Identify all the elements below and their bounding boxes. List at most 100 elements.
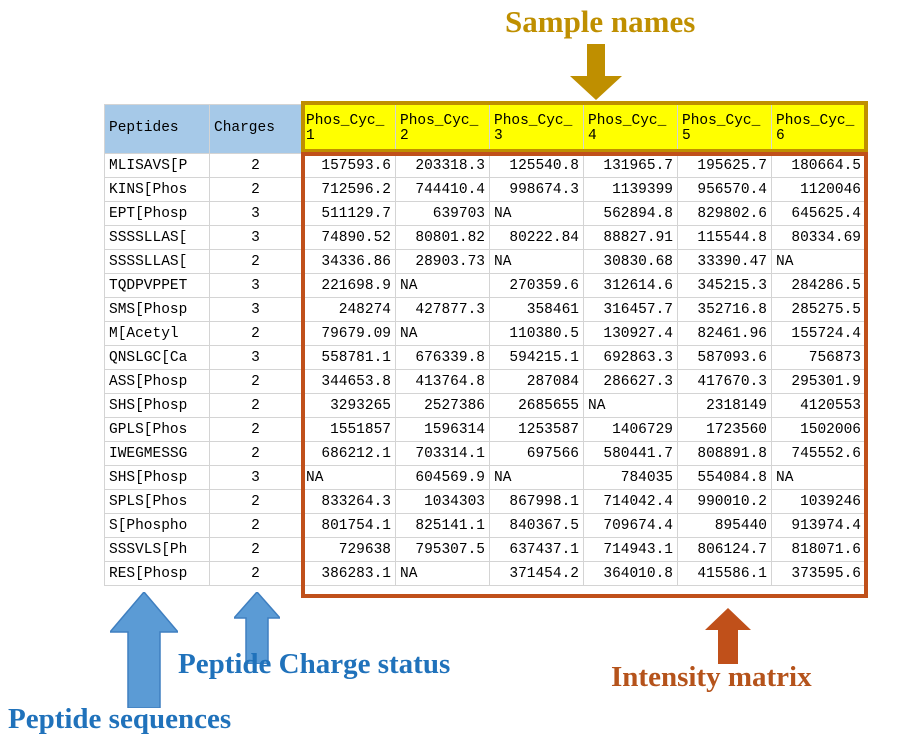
cell-charge[interactable]: 3 (209, 345, 302, 370)
cell-intensity[interactable]: 703314.1 (395, 441, 490, 466)
cell-intensity[interactable]: 511129.7 (301, 201, 396, 226)
cell-intensity[interactable]: 427877.3 (395, 297, 490, 322)
cell-intensity[interactable]: 825141.1 (395, 513, 490, 538)
cell-intensity[interactable]: 913974.4 (771, 513, 866, 538)
cell-intensity[interactable]: 686212.1 (301, 441, 396, 466)
cell-intensity[interactable]: 639703 (395, 201, 490, 226)
cell-intensity[interactable]: 714943.1 (583, 537, 678, 562)
cell-charge[interactable]: 3 (209, 465, 302, 490)
cell-intensity[interactable]: 1253587 (489, 417, 584, 442)
cell-intensity[interactable]: 80334.69 (771, 225, 866, 250)
cell-intensity[interactable]: NA (489, 249, 584, 274)
cell-intensity[interactable]: 840367.5 (489, 513, 584, 538)
cell-peptide[interactable]: EPT[Phosp (104, 201, 210, 226)
cell-intensity[interactable]: 712596.2 (301, 177, 396, 202)
cell-intensity[interactable]: NA (395, 561, 490, 586)
cell-charge[interactable]: 2 (209, 369, 302, 394)
cell-intensity[interactable]: 80801.82 (395, 225, 490, 250)
cell-intensity[interactable]: 745552.6 (771, 441, 866, 466)
cell-intensity[interactable]: 125540.8 (489, 153, 584, 178)
cell-intensity[interactable]: 28903.73 (395, 249, 490, 274)
cell-intensity[interactable]: 1039246 (771, 489, 866, 514)
cell-intensity[interactable]: 4120553 (771, 393, 866, 418)
cell-intensity[interactable]: 1120046 (771, 177, 866, 202)
cell-charge[interactable]: 2 (209, 321, 302, 346)
column-header-peptides[interactable]: Peptides (104, 104, 210, 154)
cell-charge[interactable]: 2 (209, 417, 302, 442)
cell-charge[interactable]: 3 (209, 201, 302, 226)
cell-charge[interactable]: 2 (209, 153, 302, 178)
cell-peptide[interactable]: SSSSLLAS[ (104, 249, 210, 274)
cell-intensity[interactable]: NA (301, 465, 396, 490)
cell-intensity[interactable]: 221698.9 (301, 273, 396, 298)
cell-intensity[interactable]: 287084 (489, 369, 584, 394)
cell-intensity[interactable]: 714042.4 (583, 489, 678, 514)
cell-intensity[interactable]: 795307.5 (395, 537, 490, 562)
column-header-sample-6[interactable]: Phos_Cyc_6 (771, 104, 866, 154)
cell-peptide[interactable]: RES[Phosp (104, 561, 210, 586)
cell-intensity[interactable]: 594215.1 (489, 345, 584, 370)
cell-intensity[interactable]: 1596314 (395, 417, 490, 442)
cell-peptide[interactable]: ASS[Phosp (104, 369, 210, 394)
column-header-sample-2[interactable]: Phos_Cyc_2 (395, 104, 490, 154)
cell-intensity[interactable]: 34336.86 (301, 249, 396, 274)
cell-charge[interactable]: 2 (209, 489, 302, 514)
cell-intensity[interactable]: 386283.1 (301, 561, 396, 586)
cell-intensity[interactable]: 801754.1 (301, 513, 396, 538)
cell-intensity[interactable]: NA (771, 465, 866, 490)
cell-intensity[interactable]: 1034303 (395, 489, 490, 514)
cell-charge[interactable]: 2 (209, 249, 302, 274)
cell-intensity[interactable]: 829802.6 (677, 201, 772, 226)
cell-intensity[interactable]: 373595.6 (771, 561, 866, 586)
cell-peptide[interactable]: TQDPVPPET (104, 273, 210, 298)
cell-intensity[interactable]: 284286.5 (771, 273, 866, 298)
cell-intensity[interactable]: 554084.8 (677, 465, 772, 490)
cell-intensity[interactable]: 295301.9 (771, 369, 866, 394)
cell-intensity[interactable]: 345215.3 (677, 273, 772, 298)
cell-intensity[interactable]: 697566 (489, 441, 584, 466)
cell-peptide[interactable]: GPLS[Phos (104, 417, 210, 442)
cell-peptide[interactable]: S[Phospho (104, 513, 210, 538)
cell-peptide[interactable]: KINS[Phos (104, 177, 210, 202)
cell-intensity[interactable]: 88827.91 (583, 225, 678, 250)
cell-intensity[interactable]: 157593.6 (301, 153, 396, 178)
cell-intensity[interactable]: 729638 (301, 537, 396, 562)
cell-intensity[interactable]: NA (395, 321, 490, 346)
cell-peptide[interactable]: SHS[Phosp (104, 465, 210, 490)
cell-intensity[interactable]: 998674.3 (489, 177, 584, 202)
cell-intensity[interactable]: 82461.96 (677, 321, 772, 346)
cell-peptide[interactable]: M[Acetyl (104, 321, 210, 346)
peptide-intensity-table[interactable]: Peptides Charges Phos_Cyc_1 Phos_Cyc_2 P… (104, 104, 866, 586)
cell-intensity[interactable]: 833264.3 (301, 489, 396, 514)
cell-charge[interactable]: 2 (209, 513, 302, 538)
cell-peptide[interactable]: SPLS[Phos (104, 489, 210, 514)
cell-intensity[interactable]: 1406729 (583, 417, 678, 442)
column-header-sample-4[interactable]: Phos_Cyc_4 (583, 104, 678, 154)
cell-intensity[interactable]: 744410.4 (395, 177, 490, 202)
cell-intensity[interactable]: 1502006 (771, 417, 866, 442)
cell-intensity[interactable]: 74890.52 (301, 225, 396, 250)
cell-intensity[interactable]: 1551857 (301, 417, 396, 442)
cell-intensity[interactable]: NA (489, 465, 584, 490)
cell-intensity[interactable]: 312614.6 (583, 273, 678, 298)
cell-intensity[interactable]: 2685655 (489, 393, 584, 418)
cell-intensity[interactable]: 756873 (771, 345, 866, 370)
cell-intensity[interactable]: 806124.7 (677, 537, 772, 562)
cell-intensity[interactable]: 33390.47 (677, 249, 772, 274)
cell-intensity[interactable]: 248274 (301, 297, 396, 322)
cell-charge[interactable]: 2 (209, 441, 302, 466)
cell-charge[interactable]: 3 (209, 273, 302, 298)
cell-peptide[interactable]: SMS[Phosp (104, 297, 210, 322)
